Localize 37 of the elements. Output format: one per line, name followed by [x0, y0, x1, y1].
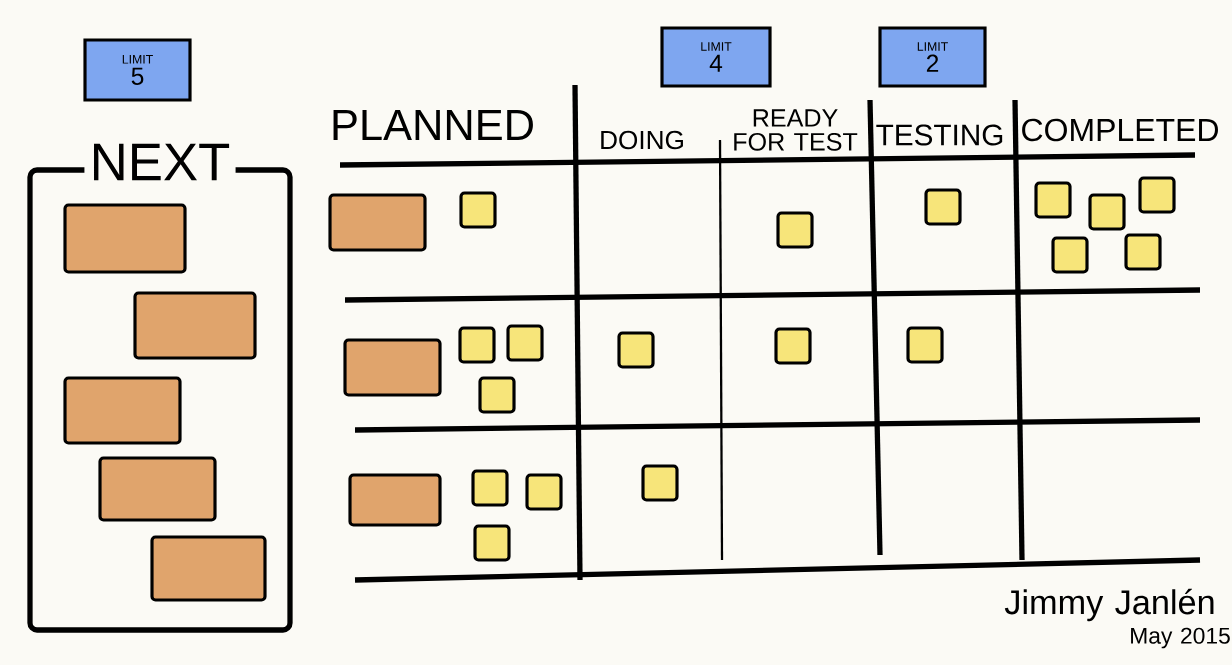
sticky-note — [478, 376, 516, 414]
sticky-note — [525, 473, 563, 511]
column-header: DOING — [601, 130, 683, 150]
column-header: PLANNED — [333, 110, 533, 140]
task-card — [63, 376, 182, 445]
sticky-note — [1034, 181, 1072, 219]
sticky-note — [471, 469, 509, 507]
task-card — [348, 473, 442, 527]
sticky-note — [1124, 233, 1162, 271]
sticky-note — [641, 464, 679, 502]
limit-tag: LIMIT 2 — [878, 26, 987, 88]
sticky-note — [1051, 236, 1089, 274]
limit-tag: LIMIT 5 — [83, 38, 192, 102]
task-card — [343, 338, 442, 397]
sticky-note — [774, 327, 812, 365]
sticky-note — [459, 191, 497, 229]
date-text: May 2015 — [1131, 627, 1230, 649]
signature: Jimmy Janlén — [1004, 588, 1214, 622]
sticky-note — [1138, 176, 1176, 214]
task-card — [150, 535, 267, 602]
sticky-note — [473, 524, 511, 562]
task-card — [133, 291, 257, 360]
task-card — [98, 456, 217, 522]
sticky-note — [924, 188, 962, 226]
sticky-note — [776, 211, 814, 249]
column-header: TESTING — [876, 124, 1003, 146]
sticky-note — [506, 324, 544, 362]
limit-tag: LIMIT 4 — [660, 26, 772, 88]
sticky-note — [906, 326, 944, 364]
sticky-note — [458, 326, 496, 364]
task-card — [63, 203, 187, 274]
column-header: COMPLETED — [1022, 118, 1218, 142]
sticky-note — [617, 331, 655, 369]
column-header: READY FOR TEST — [734, 109, 858, 151]
sticky-note — [1088, 193, 1126, 231]
task-card — [328, 193, 427, 252]
column-title: NEXT — [84, 138, 236, 186]
